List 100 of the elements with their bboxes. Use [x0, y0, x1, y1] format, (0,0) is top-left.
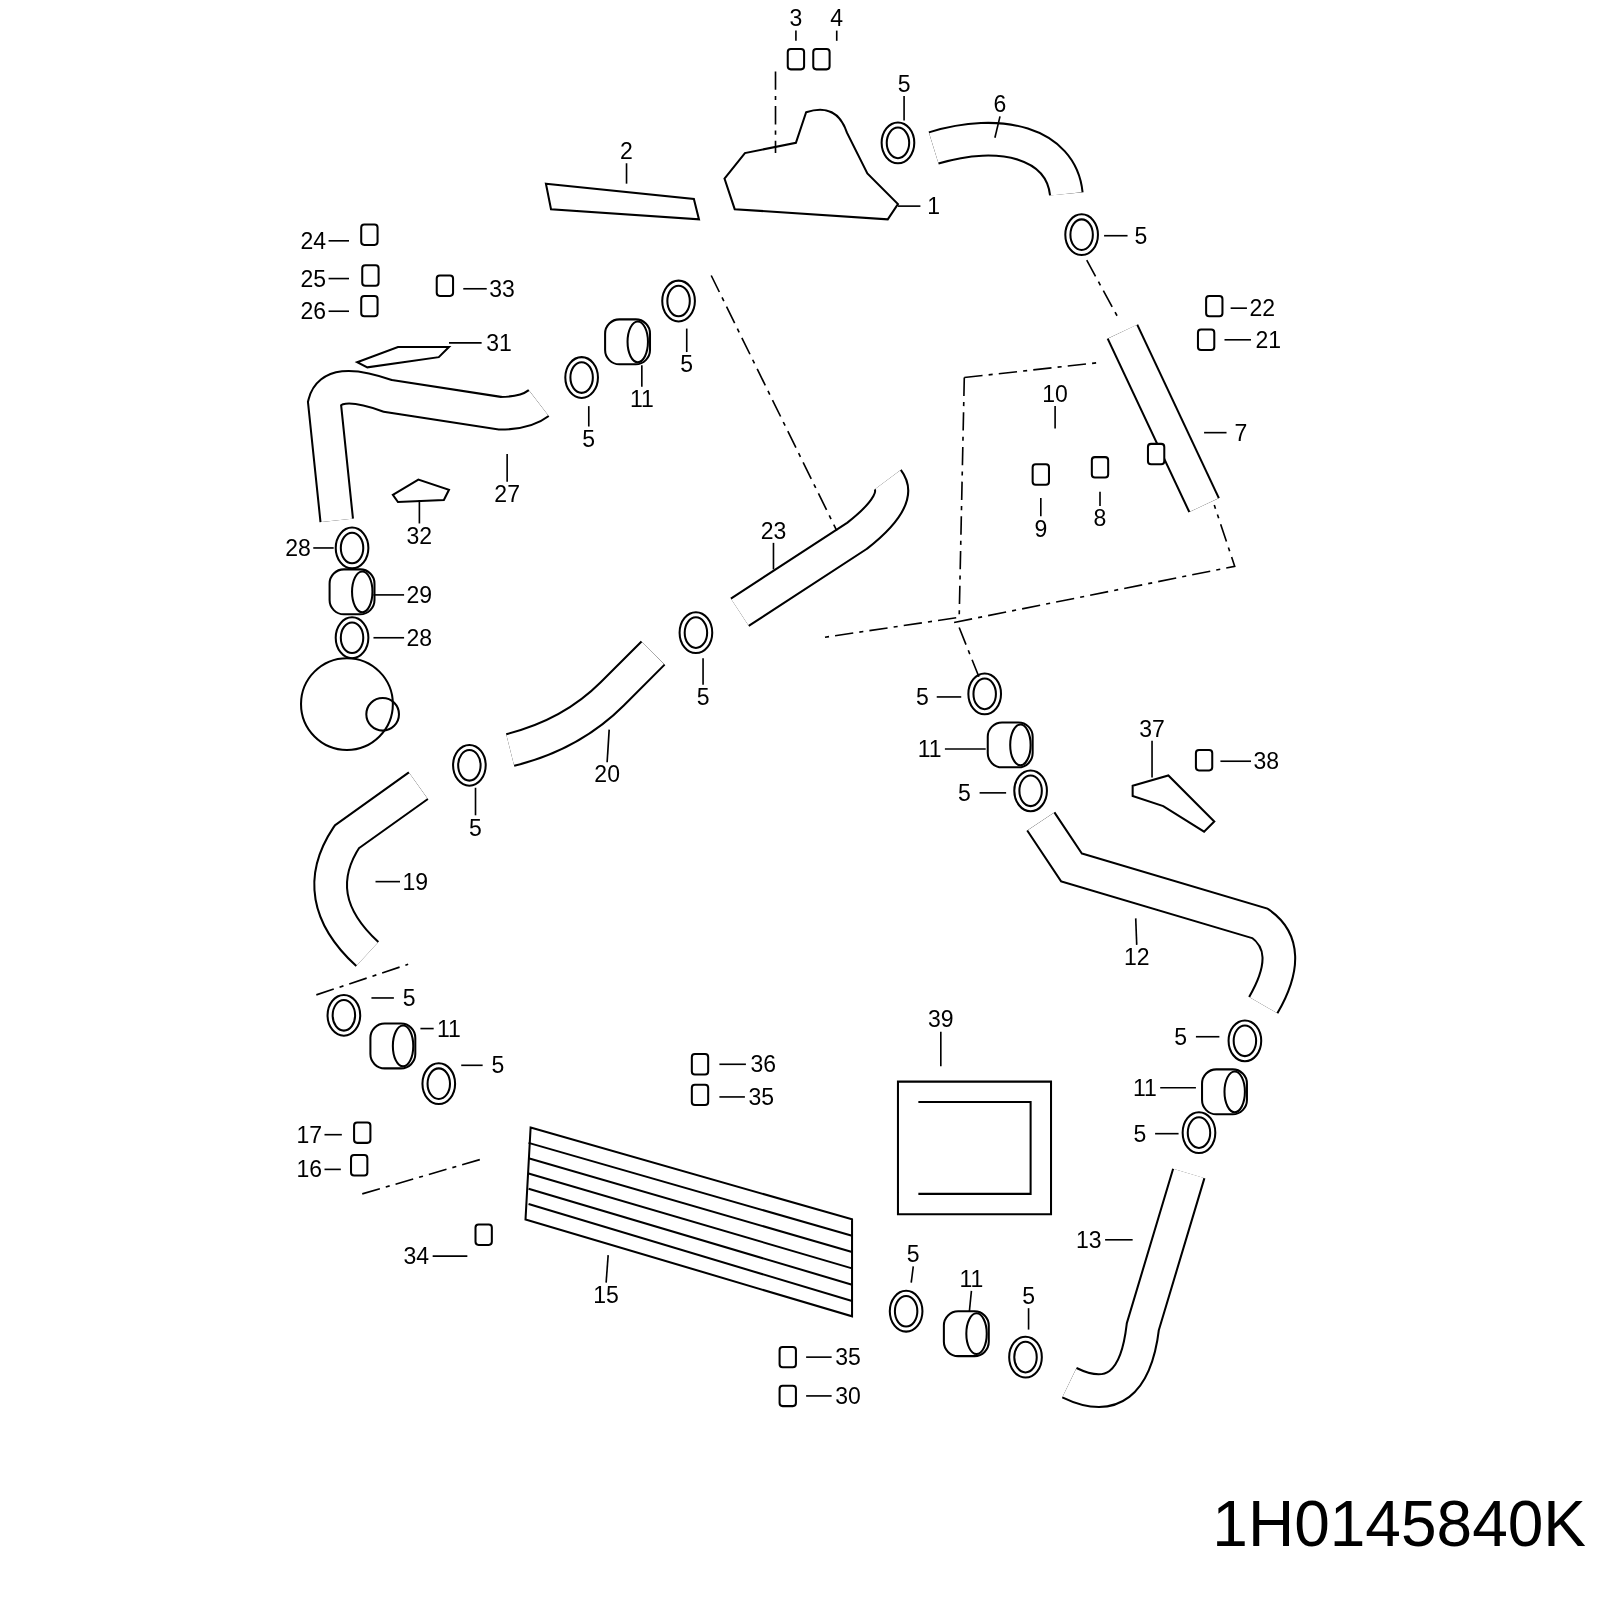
callout-number: 5: [906, 1242, 920, 1266]
callout-number: 11: [1132, 1076, 1157, 1100]
leader-line: [327, 240, 350, 242]
leader-line: [460, 1064, 484, 1067]
leader-line: [1040, 497, 1042, 518]
leader-line: [587, 405, 590, 428]
leader-line: [625, 162, 628, 185]
callout-number: 27: [494, 482, 520, 506]
leader-line: [312, 547, 335, 549]
callout-number: 35: [835, 1345, 861, 1369]
leader-line: [944, 748, 987, 750]
callout-number: 24: [300, 229, 327, 253]
leader-line: [374, 880, 401, 883]
leader-line: [1159, 1086, 1197, 1089]
callout-number: 11: [629, 387, 654, 411]
callout-number: 11: [959, 1267, 984, 1291]
leader-line: [323, 1168, 342, 1171]
callout-number: 26: [300, 299, 327, 323]
callout-number: 5: [1174, 1025, 1187, 1049]
leader-line: [431, 1255, 469, 1257]
callout-number: 3: [789, 6, 803, 30]
callout-number: 19: [402, 870, 429, 894]
leader-line: [1054, 405, 1056, 430]
leader-line: [1154, 1132, 1180, 1135]
callout-number: 5: [469, 816, 482, 840]
leader-line: [805, 1356, 833, 1358]
callout-number: 15: [593, 1283, 619, 1307]
leader-line: [419, 1027, 435, 1030]
callout-number: 33: [489, 277, 515, 301]
callout-number: 8: [1093, 506, 1107, 530]
leader-line: [1219, 760, 1252, 763]
callout-number: 5: [680, 352, 694, 376]
callout-number: 1: [927, 194, 941, 218]
leader-line: [978, 792, 1007, 794]
callout-number: 5: [582, 427, 596, 451]
callout-number: 11: [437, 1017, 461, 1041]
callout-number: 5: [1022, 1284, 1035, 1308]
leader-line: [1104, 1239, 1134, 1241]
leader-line: [897, 205, 922, 207]
callout-number: 29: [406, 583, 433, 607]
leader-line: [327, 277, 350, 280]
leader-line: [935, 696, 963, 698]
leader-line: [327, 310, 350, 313]
leader-line: [718, 1063, 747, 1066]
callout-number: 38: [1253, 749, 1280, 773]
callout-number: 5: [957, 781, 971, 805]
callout-number: 31: [486, 331, 512, 355]
callout-number: 36: [750, 1052, 777, 1076]
callout-number: 7: [1234, 421, 1248, 445]
leader-line: [462, 287, 488, 290]
callout-number: 5: [696, 685, 710, 709]
leader-line: [805, 1395, 833, 1397]
callout-number: 6: [993, 92, 1007, 116]
leader-line: [772, 542, 775, 571]
callout-number: 5: [916, 685, 929, 709]
callout-number: 22: [1249, 296, 1276, 320]
leader-line: [1027, 1307, 1030, 1331]
callout-number: 17: [296, 1123, 322, 1147]
leader-line: [1103, 234, 1129, 237]
callout-number: 35: [748, 1085, 774, 1109]
callout-number: 10: [1042, 382, 1068, 406]
part-number: 1H0145840K: [1212, 1491, 1586, 1556]
leader-line: [506, 453, 508, 483]
callout-number: 25: [300, 267, 327, 291]
callout-number: 23: [760, 519, 787, 543]
callout-number: 21: [1255, 328, 1282, 352]
leader-line: [474, 786, 477, 817]
callout-number: 39: [928, 1007, 954, 1031]
callout-number: 16: [296, 1157, 322, 1181]
leader-line: [1203, 431, 1228, 434]
callout-number: 13: [1075, 1228, 1102, 1252]
callout-number: 5: [1134, 224, 1148, 248]
leader-line: [370, 997, 395, 999]
callout-number: 5: [402, 986, 416, 1010]
leader-line: [641, 364, 643, 388]
leader-line: [606, 728, 610, 764]
leader-line: [795, 29, 797, 42]
leader-line: [605, 1254, 609, 1284]
callout-number: 32: [406, 524, 433, 548]
leader-line: [835, 29, 838, 42]
leader-line: [910, 1265, 915, 1284]
leader-line: [968, 1290, 973, 1313]
leader-line: [903, 95, 905, 122]
callout-number: 20: [594, 763, 620, 786]
leader-line: [702, 657, 704, 686]
callout-number: 9: [1034, 517, 1048, 541]
leader-line: [372, 636, 405, 639]
callout-number: 2: [620, 139, 633, 163]
leader-line: [994, 115, 1001, 139]
leader-line: [1151, 740, 1153, 779]
callout-number: 5: [1133, 1122, 1147, 1146]
leader-line: [718, 1096, 746, 1098]
callout-number: 37: [1139, 717, 1165, 741]
leader-line: [372, 594, 405, 596]
callout-number: 11: [917, 737, 942, 761]
leader-line: [1195, 1035, 1221, 1038]
callout-number: 30: [835, 1384, 861, 1408]
callout-number: 5: [897, 72, 911, 96]
leader-line: [1134, 917, 1138, 946]
leader-line: [940, 1030, 942, 1068]
